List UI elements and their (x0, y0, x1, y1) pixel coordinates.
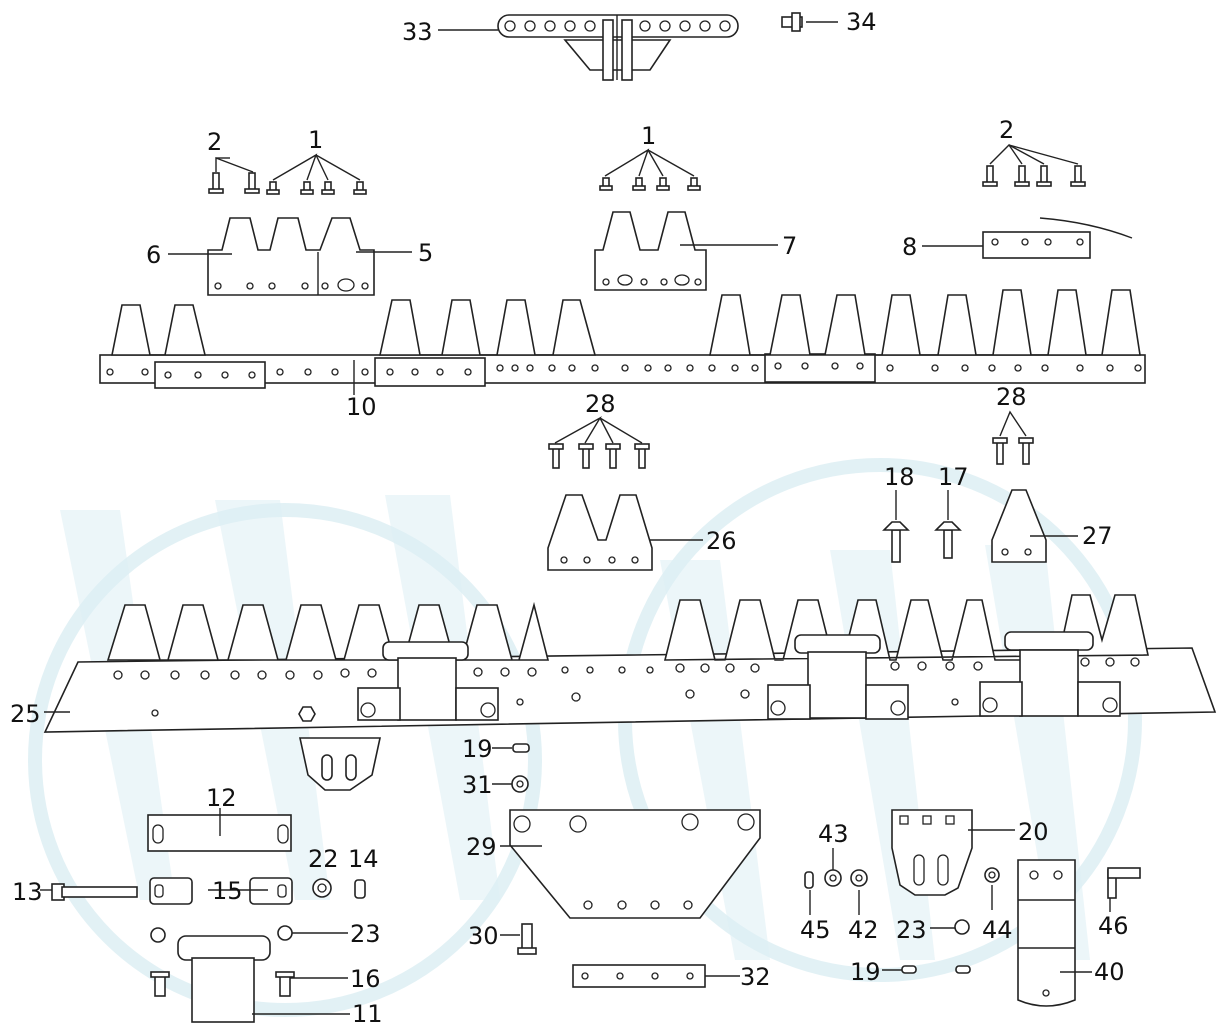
callout-7: 7 (782, 232, 797, 260)
callout-20: 20 (1018, 818, 1049, 846)
callout-28-right: 28 (996, 383, 1027, 411)
callout-8: 8 (902, 233, 917, 261)
part-45-pin (804, 871, 814, 889)
part-17-bolt (934, 521, 962, 559)
rivets-group-left (208, 172, 367, 195)
part-28-rivets-right (992, 437, 1034, 465)
part-28-rivets-left (548, 443, 650, 469)
callout-40: 40 (1094, 958, 1125, 986)
part-15-spacers (149, 877, 293, 905)
part-42-washer (850, 869, 868, 887)
callout-14: 14 (348, 845, 379, 873)
part-19-pin-upper (512, 743, 530, 753)
rivets-group-right (982, 165, 1086, 187)
part-40-plate (1017, 859, 1076, 1007)
callout-18: 18 (884, 463, 915, 491)
part-11-guard (177, 935, 271, 1023)
callout-13: 13 (12, 878, 43, 906)
callout-44: 44 (982, 916, 1013, 944)
part-22-washer (312, 878, 332, 898)
callout-1-left: 1 (308, 126, 323, 154)
callout-2-left: 2 (207, 128, 222, 156)
callout-42: 42 (848, 916, 879, 944)
callout-10: 10 (346, 393, 377, 421)
callout-45: 45 (800, 916, 831, 944)
part-20-bracket (891, 809, 973, 896)
callout-11: 11 (352, 1000, 383, 1024)
callout-23-right: 23 (896, 916, 927, 944)
callout-19-lower: 19 (850, 958, 881, 986)
part-14-pin (354, 879, 366, 899)
part-16-bolts (150, 971, 295, 997)
part-44-washer (984, 867, 1000, 883)
callout-43: 43 (818, 820, 849, 848)
callout-22: 22 (308, 845, 339, 873)
callout-12: 12 (206, 784, 237, 812)
part-33-bracket (497, 14, 739, 81)
callout-15: 15 (212, 877, 243, 905)
part-6-5-knife-section (207, 217, 375, 296)
callout-23-left: 23 (350, 920, 381, 948)
callout-27: 27 (1082, 522, 1113, 550)
rivets-group-center (599, 177, 701, 191)
callout-46: 46 (1098, 912, 1129, 940)
callout-32: 32 (740, 963, 771, 991)
callout-labels: 33 34 2 1 1 2 6 5 7 8 10 28 28 18 17 26 … (10, 8, 1129, 1024)
part-10-knife-bar (99, 289, 1146, 389)
part-29-bracket-plate (509, 809, 761, 919)
callout-29: 29 (466, 833, 497, 861)
part-7-knife-section (594, 211, 707, 291)
part-46-bolt (1107, 867, 1141, 899)
part-26-knife-section (547, 494, 653, 571)
part-43-washer (824, 869, 842, 887)
part-19-pins-lower (901, 965, 971, 974)
callout-17: 17 (938, 463, 969, 491)
part-23-washer-right (954, 919, 970, 935)
callout-16: 16 (350, 965, 381, 993)
part-13-bolt (51, 883, 138, 901)
part-31-washer (511, 775, 529, 793)
part-25-cutter-bar-assembly (43, 594, 1217, 791)
callout-2-right: 2 (999, 116, 1014, 144)
part-34-bolt (781, 12, 803, 32)
part-8-plate (982, 217, 1133, 259)
part-18-bolt (882, 521, 910, 563)
callout-26: 26 (706, 527, 737, 555)
callout-28-left: 28 (585, 390, 616, 418)
callout-1-center: 1 (641, 122, 656, 150)
callout-5: 5 (418, 239, 433, 267)
callout-30: 30 (468, 922, 499, 950)
part-27-knife-section (991, 489, 1047, 563)
callout-33: 33 (402, 18, 433, 46)
part-23-washers-left (150, 925, 293, 943)
part-32-strip (572, 964, 706, 988)
callout-6: 6 (146, 241, 161, 269)
callout-31: 31 (462, 771, 493, 799)
leader-lines (40, 21, 1111, 1015)
callout-34: 34 (846, 8, 877, 36)
callout-25: 25 (10, 700, 41, 728)
part-30-bolt (517, 923, 537, 955)
callout-19-upper: 19 (462, 735, 493, 763)
